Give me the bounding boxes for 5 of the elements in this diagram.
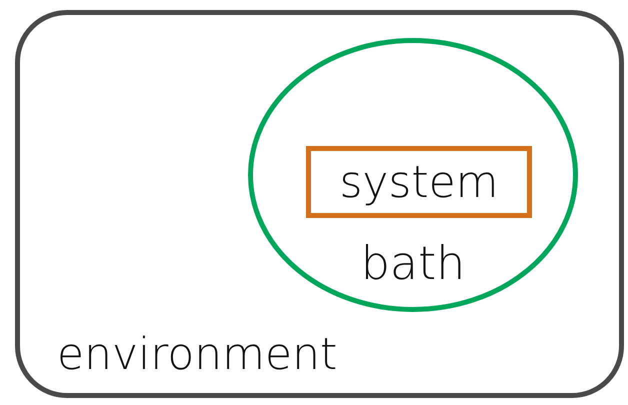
region-label: bath: [360, 240, 466, 286]
rounded-region: [15, 10, 624, 398]
rectangle-box: [306, 146, 532, 218]
region-label: system: [338, 161, 500, 205]
region-label: environment: [57, 333, 338, 377]
